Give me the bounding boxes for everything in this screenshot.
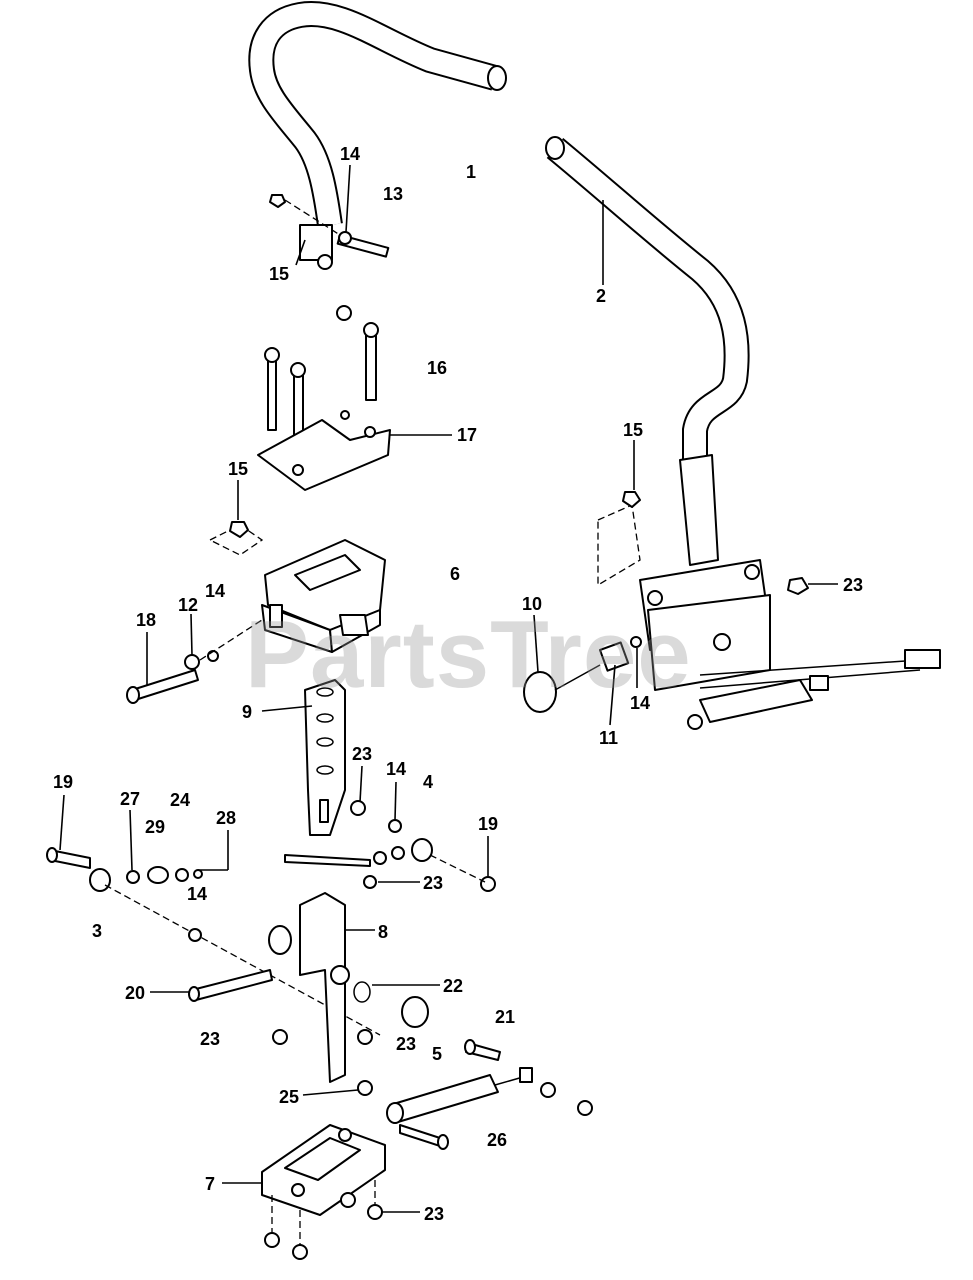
callout-12: 12 xyxy=(178,595,199,615)
callout-14-bracket: 14 xyxy=(205,581,226,601)
callout-14-knob: 14 xyxy=(630,693,651,713)
callout-21: 21 xyxy=(495,1007,516,1027)
lever-drawing xyxy=(304,679,346,836)
bracket-drawing xyxy=(208,521,386,653)
callout-8: 8 xyxy=(378,922,389,942)
callout-28: 28 xyxy=(216,808,237,828)
callout-20: 20 xyxy=(125,983,146,1003)
callout-15-bracket: 15 xyxy=(228,459,249,479)
side-bolt-drawing xyxy=(126,619,263,704)
callout-14-linkage: 14 xyxy=(386,759,407,779)
callout-23-arm: 23 xyxy=(423,873,444,893)
callout-14-washer: 14 xyxy=(187,884,208,904)
callout-18: 18 xyxy=(136,610,157,630)
callout-13: 13 xyxy=(383,184,404,204)
callout-10: 10 xyxy=(522,594,543,614)
right-handle-drawing xyxy=(523,136,941,730)
callout-19-left: 19 xyxy=(53,772,74,792)
callout-15-handle: 15 xyxy=(269,264,290,284)
callout-16: 16 xyxy=(427,358,448,378)
callout-24: 24 xyxy=(170,790,191,810)
callout-19-right: 19 xyxy=(478,814,499,834)
left-handle-drawing xyxy=(248,1,507,270)
callout-29: 29 xyxy=(145,817,166,837)
callout-15-right: 15 xyxy=(623,420,644,440)
callout-27: 27 xyxy=(120,789,141,809)
callout-17: 17 xyxy=(457,425,478,445)
callout-22: 22 xyxy=(443,976,464,996)
linkage-drawing xyxy=(46,800,593,1150)
callout-23-right: 23 xyxy=(843,575,864,595)
callout-23-mid: 23 xyxy=(396,1034,417,1054)
callout-6: 6 xyxy=(450,564,461,584)
callout-2: 2 xyxy=(596,286,607,306)
callout-3: 3 xyxy=(92,921,103,941)
watermark: PartsTree xyxy=(245,601,692,708)
callout-25: 25 xyxy=(279,1087,300,1107)
callout-26: 26 xyxy=(487,1130,508,1150)
callout-14-handle: 14 xyxy=(340,144,361,164)
base-drawing xyxy=(261,1124,386,1260)
callout-11: 11 xyxy=(599,728,619,748)
plate-bolts-drawing xyxy=(257,305,391,491)
leader-lines xyxy=(59,164,838,1213)
callout-23-base: 23 xyxy=(424,1204,445,1224)
callout-4: 4 xyxy=(423,772,434,792)
callout-1: 1 xyxy=(466,162,477,182)
callout-9: 9 xyxy=(242,702,253,722)
callout-5: 5 xyxy=(432,1044,443,1064)
callout-23-left: 23 xyxy=(200,1029,221,1049)
callout-23-lever: 23 xyxy=(352,744,373,764)
callout-7: 7 xyxy=(205,1174,216,1194)
